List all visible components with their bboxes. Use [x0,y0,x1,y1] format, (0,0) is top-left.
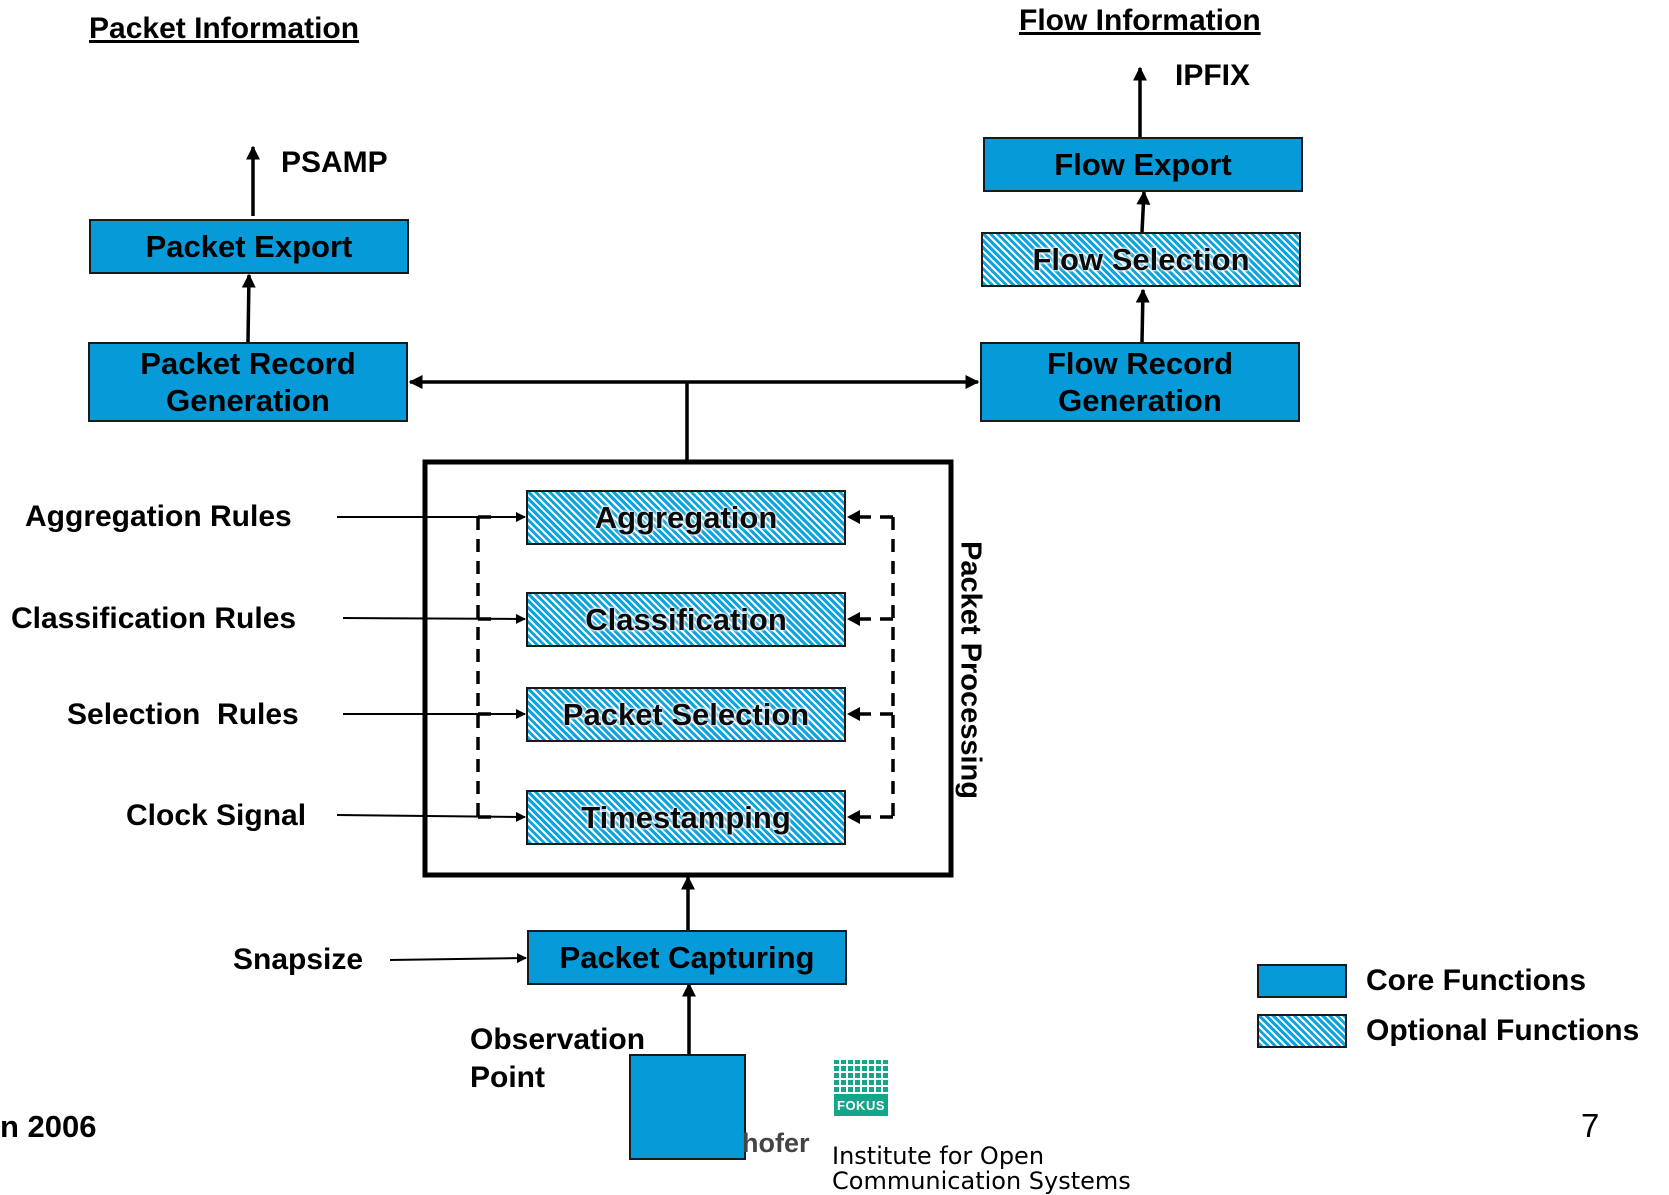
packet-processing-frame [422,459,954,878]
selection-rules-label: Selection Rules [67,698,299,731]
packet-record-generation-box: Packet Record Generation [88,342,408,422]
legend-optional-label: Optional Functions [1366,1014,1640,1047]
classification-rules-label: Classification Rules [11,602,297,635]
packet-processing-label: Packet Processing [954,525,987,815]
flow-information-header: Flow Information [1019,4,1261,37]
clock-signal-label: Clock Signal [126,799,307,832]
arrow-clock-signal [336,811,526,822]
packet-selection-box: Packet Selection [526,687,846,742]
flow-record-generation-box: Flow Record Generation [980,342,1300,422]
flow-selection-box: Flow Selection [981,232,1301,287]
packet-processing-label-text: Packet Processing [954,541,987,799]
dashed-bypass-left [476,515,497,819]
arrow-flow-record-to-selection [1135,288,1150,343]
legend-core-label: Core Functions [1366,964,1587,997]
feedback-arrowheads [847,510,860,824]
ipfix-label: IPFIX [1175,59,1251,92]
legend-core-swatch [1257,964,1347,998]
arrow-flow-selection-to-export [1136,190,1151,233]
footer-date-fragment: n 2006 [0,1109,97,1144]
institute-name: Institute for Open Communication Systems [832,1142,1131,1195]
footer-org-fragment: hofer [742,1128,810,1158]
psamp-label: PSAMP [281,146,388,179]
observation-point-box [629,1054,746,1160]
snapsize-label: Snapsize [233,943,364,976]
dashed-feedback-right [852,515,895,819]
aggregation-box: Aggregation [526,490,846,545]
page-number: 7 [1581,1107,1600,1144]
arrow-snapsize [389,953,527,964]
packet-information-header: Packet Information [89,12,360,45]
arrow-classification-rules [342,613,526,624]
legend-optional-swatch [1257,1014,1347,1048]
classification-box: Classification [526,592,846,647]
fokus-logo-text: FOKUS [834,1094,888,1116]
fokus-logo: FOKUS [834,1060,888,1116]
flow-export-box: Flow Export [983,137,1303,192]
fokus-logo-grid [834,1060,888,1092]
arrow-packet-record-to-export [241,273,256,343]
packet-capturing-box: Packet Capturing [527,930,847,985]
timestamping-box: Timestamping [526,790,846,845]
aggregation-rules-label: Aggregation Rules [25,500,292,533]
observation-point-label: Observation Point [470,1023,646,1094]
packet-export-box: Packet Export [89,219,409,274]
